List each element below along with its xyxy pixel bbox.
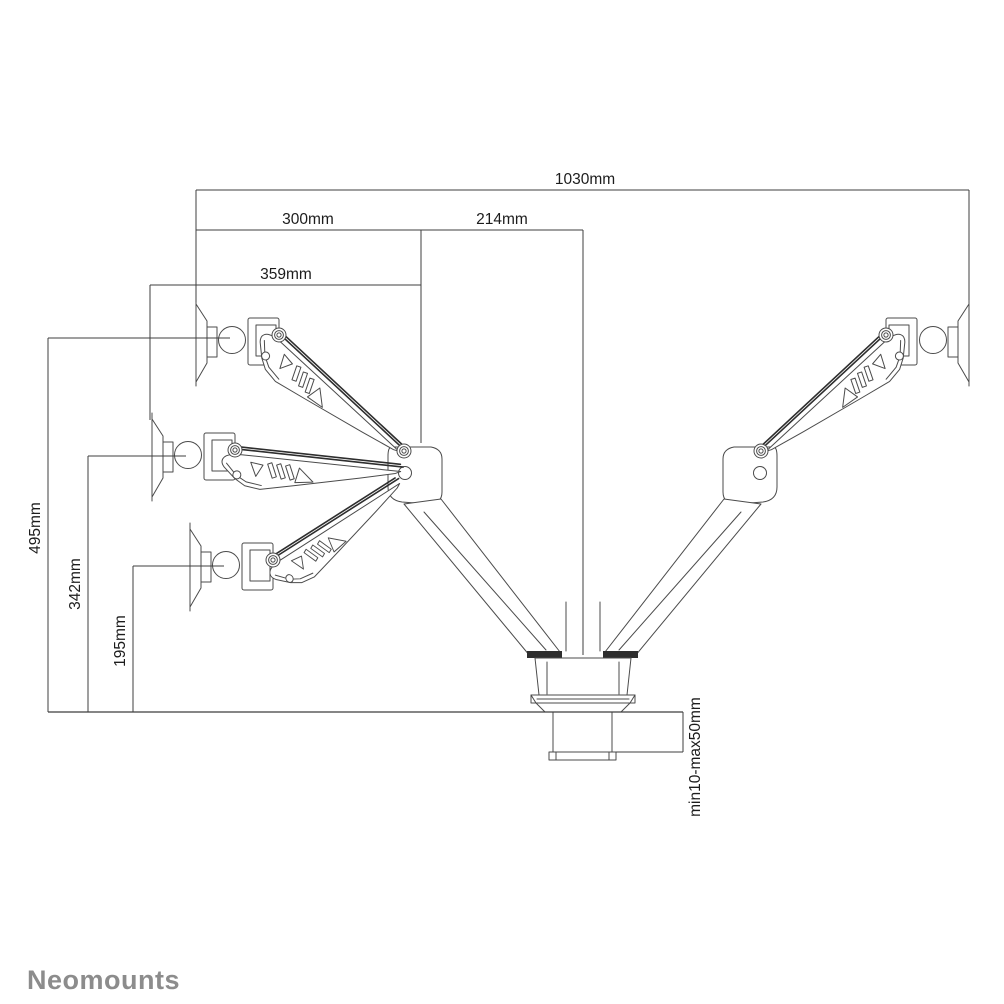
dimension-desk-thickness: min10-max50mm [48, 697, 704, 817]
dimension-total-width: 1030mm [195, 171, 970, 302]
offset-214-label: 214mm [476, 211, 528, 228]
dimension-max-height: 495mm [27, 337, 230, 712]
neomounts-logo: Neomounts [27, 965, 180, 995]
height-495-label: 495mm [27, 502, 44, 554]
reach-359-label: 359mm [260, 266, 312, 283]
height-342-label: 342mm [67, 558, 84, 610]
reach-300-label: 300mm [282, 211, 334, 228]
total-width-label: 1030mm [555, 171, 615, 188]
dimension-upper-reach: 300mm 214mm [196, 211, 584, 655]
clamp-range-label: min10-max50mm [687, 697, 704, 817]
dimension-mid-height: 342mm [67, 455, 186, 712]
right-arm [602, 298, 969, 659]
dimension-max-reach: 359mm [149, 266, 421, 420]
height-195-label: 195mm [112, 615, 129, 667]
left-arm-low-position [189, 475, 420, 612]
left-forearm-and-elbow [387, 446, 563, 659]
dimension-min-height: 195mm [112, 565, 224, 712]
desk-clamp-base [530, 601, 636, 761]
